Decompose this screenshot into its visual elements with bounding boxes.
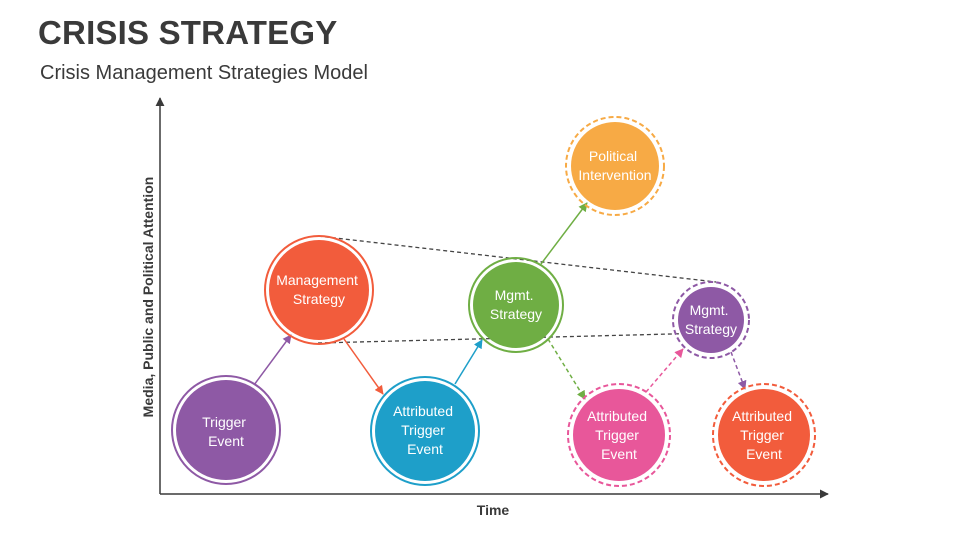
node-label-line: Trigger <box>595 427 639 443</box>
node-attributed-trigger-event-3: Attributed Trigger Event <box>712 383 816 487</box>
node-label-line: Event <box>601 446 637 462</box>
node-label-line: Trigger <box>401 422 445 438</box>
node-label-line: Mgmt. <box>690 302 729 318</box>
svg-text:Trigger Event: Trigger Event <box>202 414 250 449</box>
page-subtitle: Crisis Management Strategies Model <box>40 62 368 84</box>
node-label-line: Event <box>407 441 443 457</box>
node-label-line: Trigger <box>202 414 246 430</box>
node-mgmt-strategy-1: Mgmt. Strategy <box>468 257 564 353</box>
arrow-attributed-1-to-mgmt-1 <box>454 339 483 385</box>
node-label-line: Attributed <box>732 408 792 424</box>
node-label-line: Event <box>746 446 782 462</box>
y-axis-label: Media, Public and Political Attention <box>140 177 156 418</box>
svg-text:Attributed Trigger: Attributed Trigger Event <box>732 408 796 462</box>
node-label-line: Trigger <box>740 427 784 443</box>
svg-text:Mgmt. Strategy: Mgmt. Strategy <box>490 287 542 322</box>
page-title: CRISIS STRATEGY <box>38 14 338 51</box>
guide-line-upper <box>317 235 717 283</box>
node-management-strategy: Management Strategy <box>264 235 374 345</box>
node-label-line: Attributed <box>393 403 453 419</box>
node-trigger-event: Trigger Event <box>171 375 281 485</box>
svg-text:Mgmt. Strategy: Mgmt. Strategy <box>685 302 737 337</box>
x-axis-label: Time <box>477 502 510 518</box>
node-attributed-trigger-event-2: Attributed Trigger Event <box>567 383 671 487</box>
svg-text:Political Intervention: Political Intervention <box>578 148 651 183</box>
node-label-line: Attributed <box>587 408 647 424</box>
node-label-line: Management <box>276 272 358 288</box>
node-label-line: Strategy <box>490 306 542 322</box>
node-label-line: Political <box>589 148 637 164</box>
svg-text:Attributed Trigger: Attributed Trigger Event <box>587 408 651 462</box>
svg-text:Management Strategy: Management Strategy <box>276 272 362 307</box>
node-attributed-trigger-event-1: Attributed Trigger Event <box>370 376 480 486</box>
node-label-line: Strategy <box>293 291 345 307</box>
arrow-attributed-2-to-mgmt-2 <box>645 348 684 393</box>
arrow-mgmt-1-to-attributed-2 <box>547 338 586 400</box>
node-label-line: Intervention <box>578 167 651 183</box>
node-label-line: Event <box>208 433 244 449</box>
node-label-line: Mgmt. <box>495 287 534 303</box>
node-political-intervention: Political Intervention <box>565 116 665 216</box>
svg-text:Attributed Trigger: Attributed Trigger Event <box>393 403 457 457</box>
arrow-mgmt-2-to-attributed-3 <box>730 351 747 390</box>
arrow-mgmt-1-to-political <box>540 202 588 265</box>
arrow-trigger-to-management <box>253 334 292 386</box>
node-mgmt-strategy-2: Mgmt. Strategy <box>672 281 750 359</box>
arrow-management-to-attributed-1 <box>343 338 384 395</box>
node-label-line: Strategy <box>685 321 737 337</box>
